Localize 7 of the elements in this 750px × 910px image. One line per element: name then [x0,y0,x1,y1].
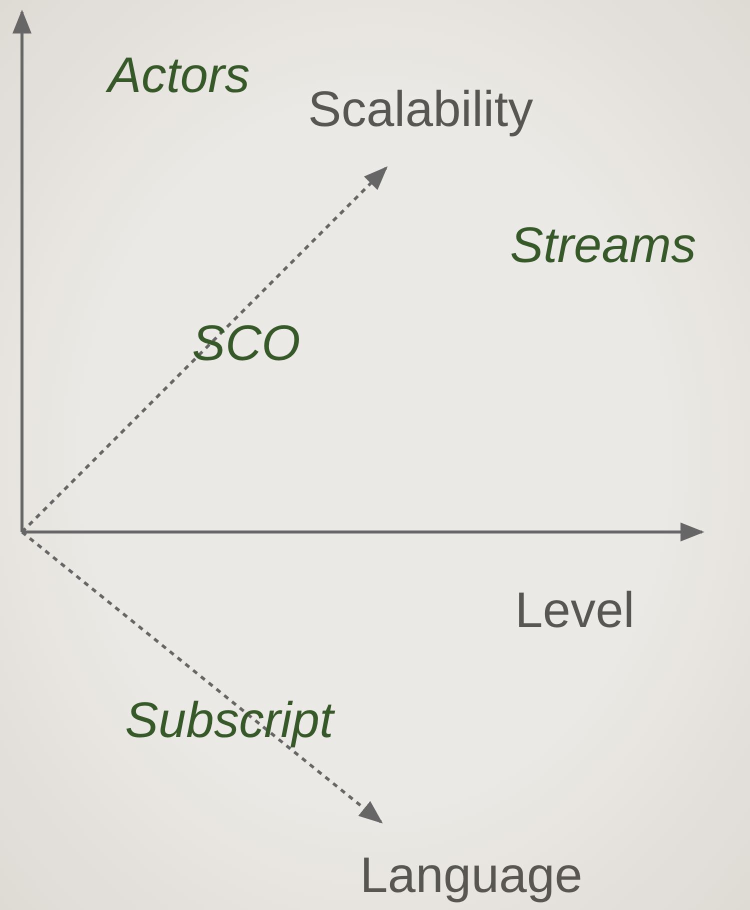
quadrant-label: Subscript [125,695,334,745]
axis-label: Scalability [308,84,534,134]
axis-label: Level [515,585,635,635]
quadrant-label: Actors [108,50,250,100]
quadrant-label: Streams [510,220,696,270]
quadrant-label: SCO [192,318,300,368]
axis-label: Language [360,850,582,900]
